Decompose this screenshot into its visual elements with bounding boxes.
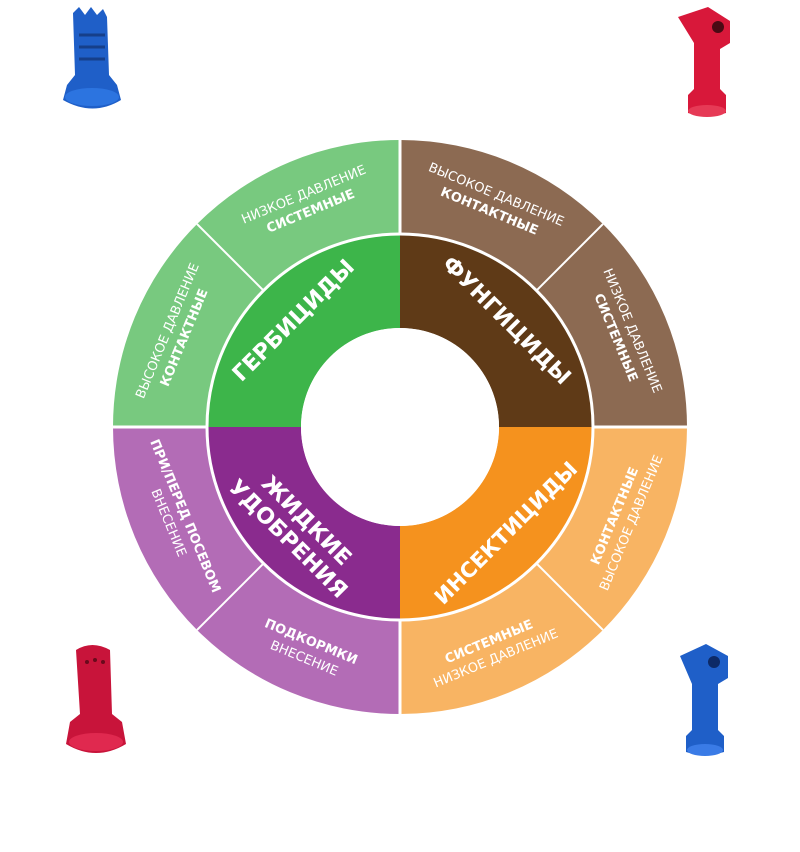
nozzle-body xyxy=(680,644,728,756)
red-angled-nozzle-icon xyxy=(678,7,730,117)
nozzle-body xyxy=(63,7,121,109)
red-flat-nozzle-icon xyxy=(66,645,126,753)
center-hole xyxy=(301,328,499,526)
insecticides-inner-segment xyxy=(400,427,593,620)
fertilizers-outer-divider xyxy=(196,562,265,631)
insecticides-outer-segment xyxy=(536,427,687,630)
fungicides-outer-segment xyxy=(400,140,603,291)
fertilizers-outer-segment xyxy=(197,563,400,714)
fungicides-inner-segment xyxy=(400,234,593,427)
blue-angled-nozzle-icon xyxy=(680,644,728,756)
herbicides-inner-segment xyxy=(207,234,400,427)
inner-ring xyxy=(205,232,595,622)
fertilizers-outer-segment xyxy=(113,427,264,630)
nozzle-body xyxy=(66,645,126,753)
herbicides-outer-segment xyxy=(197,140,400,291)
insecticides-outer-segment xyxy=(400,563,603,714)
blue-flat-nozzle-icon xyxy=(63,7,121,109)
fungicides-outer-segment xyxy=(536,224,687,427)
herbicides-outer-divider xyxy=(196,223,265,292)
fungicides-outer-divider xyxy=(535,223,604,292)
outer-ring xyxy=(113,140,687,714)
nozzle-body xyxy=(678,7,730,117)
insecticides-outer-divider xyxy=(535,562,604,631)
ring-divider xyxy=(205,232,595,622)
herbicides-outer-segment xyxy=(113,224,264,427)
fertilizers-inner-segment xyxy=(207,427,400,620)
